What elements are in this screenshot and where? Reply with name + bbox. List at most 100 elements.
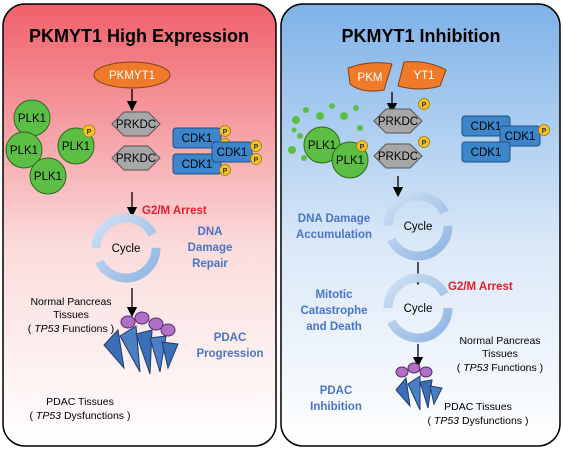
tumor-shard	[407, 375, 421, 411]
phospho-dot	[250, 140, 262, 152]
pkmyt1-node	[93, 61, 171, 89]
plk1-label: PLK1	[336, 155, 364, 167]
plk1-fragment	[353, 105, 359, 111]
normal-cell	[395, 366, 409, 378]
plk1-fragment	[292, 116, 300, 124]
left-title: PKMYT1 High Expression	[29, 26, 249, 46]
cdk1-box	[499, 125, 541, 147]
pdac-tissue-line1: PDAC Tissues	[444, 401, 512, 413]
pdac-tissue-line1: PDAC Tissues	[46, 396, 114, 408]
right-title: PKMYT1 Inhibition	[342, 26, 501, 46]
plk1-fragments	[288, 103, 363, 161]
phospho-label: P	[223, 129, 228, 136]
plk1-circle	[29, 157, 67, 195]
tp53-gene: TP53	[34, 323, 59, 335]
cdk1-box	[172, 127, 222, 149]
normal-tissue-line2: Tissues	[482, 348, 518, 360]
cdk1-label: CDK1	[471, 121, 502, 133]
open-paren: (	[428, 415, 434, 427]
pdac-progression-line2: Progression	[196, 348, 263, 360]
plk1-label: PLK1	[10, 145, 38, 157]
normal-tissue-line2: Tissues	[53, 309, 89, 321]
plk1-label: PLK1	[34, 171, 62, 183]
prkdc-hexagon	[373, 108, 423, 134]
cycle-ring	[383, 273, 453, 343]
right-panel-background	[280, 3, 561, 447]
plk1-fragment	[329, 103, 335, 109]
plk1-circle	[5, 131, 43, 169]
cycle-ring	[91, 213, 161, 283]
plk1-fragment	[297, 133, 303, 139]
plk1-fragment	[357, 125, 363, 131]
normal-cell	[407, 362, 421, 374]
tp53-gene: TP53	[463, 362, 488, 374]
mitotic-line1: Mitotic	[315, 289, 353, 301]
prkdc-label: PRKDC	[116, 153, 156, 165]
pdac-inhibition-line1: PDAC	[320, 385, 353, 397]
mitotic-line2: Catastrophe	[300, 305, 367, 317]
phospho-dot	[82, 124, 96, 138]
prkdc-hexagon	[111, 145, 161, 171]
phospho-label: P	[223, 168, 228, 175]
left-panel: PKMYT1 High Expression PKMYT1 PLK1 PLK1 …	[2, 3, 277, 447]
normal-cell	[134, 311, 150, 325]
mitotic-line3: and Death	[306, 321, 362, 333]
phospho-label: P	[360, 144, 365, 151]
pkmyt1-fragment	[347, 62, 393, 92]
phospho-dot	[219, 164, 231, 176]
cdk1-box	[461, 141, 511, 163]
plk1-fragment	[288, 146, 296, 154]
prkdc-hexagon	[373, 143, 423, 169]
normal-cell	[148, 317, 164, 331]
pdac-progression-line1: PDAC	[214, 332, 247, 344]
normal-tissue-line1: Normal Pancreas	[30, 296, 111, 308]
g2m-arrest-label: G2/M Arrest	[448, 281, 513, 293]
pkmyt1-label: PKMYT1	[109, 70, 155, 82]
phospho-dot	[418, 136, 430, 148]
pkmyt1-broken-node: PKM YT1	[347, 61, 447, 92]
cell-cycle-icon: Cycle	[383, 191, 453, 261]
plk1-label: PLK1	[18, 113, 46, 125]
phospho-label: P	[542, 128, 547, 135]
right-panel: PKMYT1 Inhibition PKM YT1 PLK1	[280, 3, 561, 447]
prkdc-label: PRKDC	[116, 119, 156, 131]
cdk1-label: CDK1	[505, 131, 536, 143]
phospho-dot	[250, 153, 262, 165]
cdk1-group: CDK1 P P CDK1 CDK1 P P P	[172, 125, 262, 176]
cdk1-group: CDK1 CDK1 P CDK1	[461, 115, 550, 163]
plk1-fragment	[291, 127, 297, 133]
plk1-cluster: PLK1 PLK1 P	[303, 126, 369, 179]
normal-cell	[160, 323, 176, 337]
plk1-label: PLK1	[308, 140, 336, 152]
cdk1-box	[211, 141, 253, 163]
normal-cell	[419, 366, 433, 378]
open-paren: (	[457, 362, 463, 374]
phospho-label: P	[422, 102, 427, 109]
tumor-shard	[119, 325, 141, 373]
phospho-dot	[219, 125, 231, 137]
prkdc-group: PRKDC P PRKDC P	[373, 98, 430, 169]
cell-cycle-icon: Cycle	[91, 213, 161, 283]
phospho-label: P	[87, 129, 92, 136]
prkdc-label: PRKDC	[378, 116, 418, 128]
cycle-label: Cycle	[404, 303, 433, 315]
tumor-shard	[103, 328, 125, 370]
plk1-label: PLK1	[62, 141, 90, 153]
phospho-label: P	[254, 144, 259, 151]
pkmyt1-fragment-right: YT1	[413, 70, 434, 82]
normal-cell	[120, 315, 136, 329]
plk1-fragment	[303, 107, 309, 113]
cell-cycle-icon: Cycle	[383, 273, 453, 343]
phospho-dot	[538, 124, 550, 136]
tumor-shard	[149, 335, 167, 373]
cycle-ring	[383, 191, 453, 261]
tp53-gene: TP53	[434, 415, 459, 427]
plk1-fragment	[340, 112, 348, 120]
pdac-suffix: Dysfunctions )	[459, 415, 528, 427]
open-paren: (	[28, 323, 34, 335]
plk1-fragment	[301, 155, 307, 161]
tumor-shard	[161, 341, 179, 370]
cdk1-box	[172, 153, 222, 175]
pkmyt1-fragment-left: PKM	[358, 72, 383, 84]
